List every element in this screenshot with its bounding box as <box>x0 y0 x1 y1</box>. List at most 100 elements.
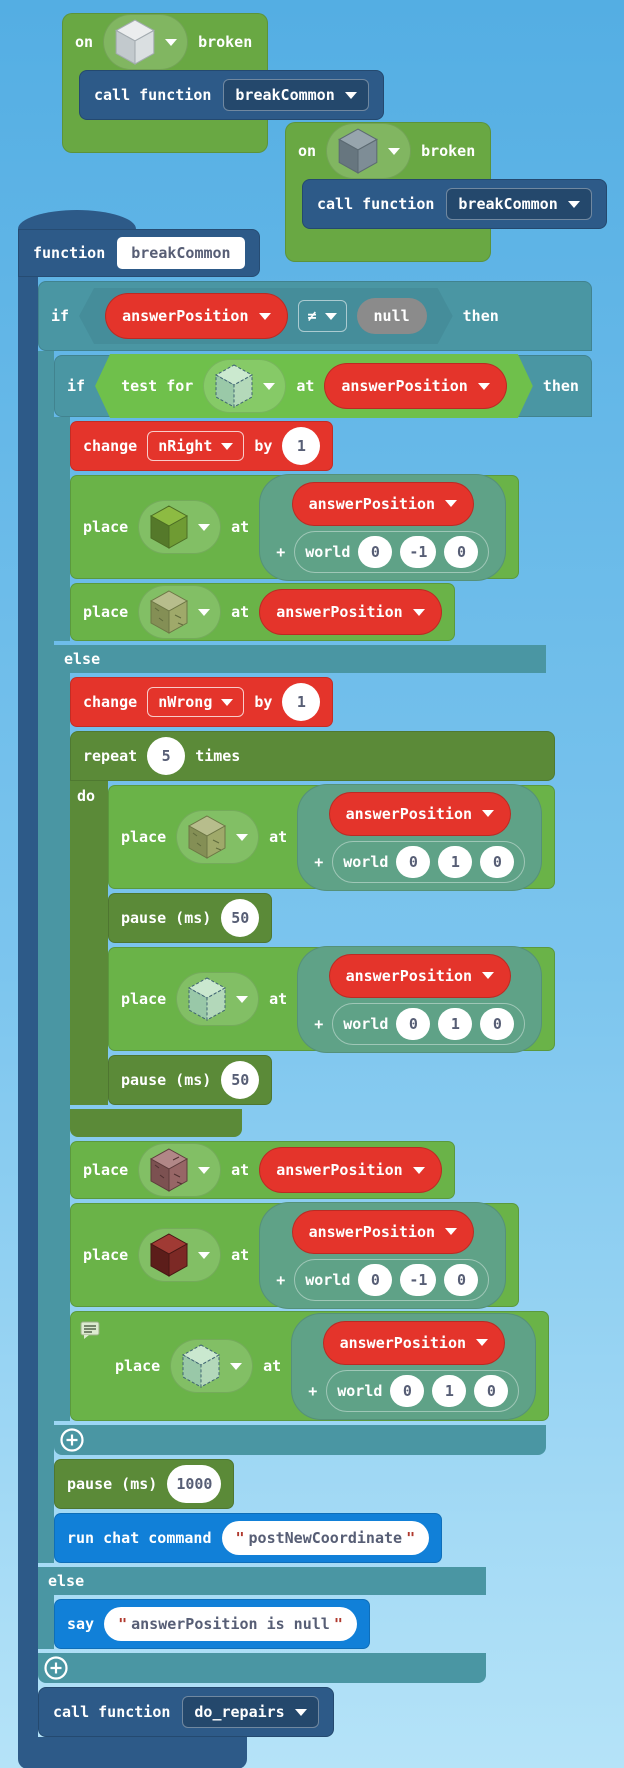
variable-answerPosition[interactable]: answerPosition <box>291 481 475 526</box>
glass-block-icon <box>188 977 227 1021</box>
block-type-dropdown[interactable] <box>326 123 412 179</box>
null-block[interactable]: null <box>357 298 427 334</box>
function-dropdown[interactable]: breakCommon <box>446 188 592 220</box>
value-field[interactable]: 1 <box>282 683 321 721</box>
world-position-block[interactable]: world 0 1 0 <box>332 840 526 883</box>
world-position-block[interactable]: world 0 1 0 <box>332 1002 526 1045</box>
comment-icon[interactable] <box>80 1321 100 1340</box>
on-block-broken-event-1[interactable]: on broken call function breakCommon <box>62 13 384 153</box>
place-block-p6[interactable]: place at <box>70 1201 520 1309</box>
block-type-dropdown[interactable] <box>203 359 286 413</box>
function-name-field[interactable]: breakCommon <box>117 237 245 269</box>
block-type-dropdown[interactable] <box>176 810 260 864</box>
variable-answerPosition[interactable]: answerPosition <box>324 363 506 409</box>
change-variable-block[interactable]: change nWrong by 1 <box>70 677 334 727</box>
if-block-inner[interactable]: if test for <box>54 355 592 1455</box>
function-dropdown[interactable]: breakCommon <box>223 79 369 111</box>
y-field[interactable]: -1 <box>400 1263 437 1296</box>
function-definition-breakCommon[interactable]: function breakCommon if answerPosition <box>18 210 592 1768</box>
position-add-block[interactable]: answerPosition + world 0 <box>259 473 507 581</box>
world-position-block[interactable]: world 0 -1 0 <box>294 1258 490 1301</box>
x-field[interactable]: 0 <box>396 1007 431 1040</box>
else-label: else <box>48 1572 85 1590</box>
place-block-p1[interactable]: place at <box>70 473 520 581</box>
call-function-block[interactable]: call function breakCommon <box>79 70 384 120</box>
place-block-p2[interactable]: place <box>70 583 455 641</box>
variable-answerPosition[interactable]: answerPosition <box>259 1147 442 1193</box>
position-add-block[interactable]: answerPosition + world <box>297 945 543 1053</box>
function-dropdown[interactable]: do_repairs <box>182 1696 319 1728</box>
y-field[interactable]: 1 <box>438 1007 473 1040</box>
add-else-plus-icon[interactable] <box>59 1427 85 1453</box>
z-field[interactable]: 0 <box>480 845 515 878</box>
pause-ms-field[interactable]: 50 <box>221 1061 260 1099</box>
world-position-block[interactable]: world 0 -1 0 <box>294 530 490 573</box>
block-type-dropdown[interactable] <box>170 1339 254 1393</box>
z-field[interactable]: 0 <box>474 1374 509 1407</box>
chevron-down-icon <box>221 698 234 706</box>
block-type-dropdown[interactable] <box>138 1228 222 1282</box>
repeat-count-field[interactable]: 5 <box>147 737 186 775</box>
z-field[interactable]: 0 <box>480 1007 515 1040</box>
variable-dropdown[interactable]: nWrong <box>147 687 245 717</box>
world-position-block[interactable]: world 0 1 0 <box>326 1369 520 1412</box>
change-variable-block[interactable]: change nRight by 1 <box>70 421 334 471</box>
pause-block[interactable]: pause (ms) 50 <box>108 1055 273 1105</box>
x-field[interactable]: 0 <box>358 1263 393 1296</box>
block-type-dropdown[interactable] <box>138 1143 222 1197</box>
if-label: if <box>67 377 86 395</box>
variable-answerPosition[interactable]: answerPosition <box>328 953 512 998</box>
block-type-dropdown[interactable] <box>176 972 260 1026</box>
repeat-loop-block[interactable]: repeat 5 times do place <box>70 731 556 1137</box>
run-chat-command-block[interactable]: run chat command " postNewCoordinate " <box>54 1513 443 1563</box>
variable-answerPosition[interactable]: answerPosition <box>105 293 287 339</box>
add-else-plus-icon[interactable] <box>43 1655 69 1681</box>
variable-answerPosition[interactable]: answerPosition <box>259 589 442 635</box>
position-add-block[interactable]: answerPosition + world <box>297 783 543 891</box>
if-else-branch: say " answerPosition is null " <box>38 1595 370 1649</box>
say-block[interactable]: say " answerPosition is null " <box>54 1599 370 1649</box>
block-type-dropdown[interactable] <box>138 585 222 639</box>
pause-ms-field[interactable]: 50 <box>221 899 260 937</box>
y-field[interactable]: 1 <box>438 845 473 878</box>
glass-block-icon <box>182 1344 221 1388</box>
place-block-p7[interactable]: place at <box>70 1311 550 1421</box>
on-label: on <box>75 33 94 51</box>
comparison-condition[interactable]: answerPosition ≠ null <box>79 288 453 344</box>
value-field[interactable]: 1 <box>282 427 321 465</box>
y-field[interactable]: 1 <box>432 1374 467 1407</box>
variable-answerPosition[interactable]: answerPosition <box>291 1209 475 1254</box>
variable-answerPosition[interactable]: answerPosition <box>328 791 512 836</box>
say-message-field[interactable]: " answerPosition is null " <box>104 1607 357 1641</box>
place-block-p5[interactable]: place <box>70 1141 455 1199</box>
test-for-block-condition[interactable]: test for at <box>95 354 533 418</box>
position-add-block[interactable]: answerPosition + world 0 <box>291 1312 537 1420</box>
chevron-down-icon <box>445 1228 458 1235</box>
call-function-do-repairs-block[interactable]: call function do_repairs <box>38 1687 334 1737</box>
x-field[interactable]: 0 <box>396 845 431 878</box>
operator-dropdown[interactable]: ≠ <box>298 300 347 332</box>
z-field[interactable]: 0 <box>444 535 479 568</box>
chevron-down-icon <box>230 1362 243 1370</box>
y-field[interactable]: -1 <box>400 535 437 568</box>
place-block-p3[interactable]: place <box>108 783 556 891</box>
function-header[interactable]: function breakCommon <box>18 229 260 277</box>
pause-ms-field[interactable]: 1000 <box>167 1465 222 1503</box>
x-field[interactable]: 0 <box>390 1374 425 1407</box>
block-type-dropdown[interactable] <box>103 14 189 70</box>
on-block-broken-event-2[interactable]: on broken call function breakCommon <box>285 122 607 262</box>
z-field[interactable]: 0 <box>444 1263 479 1296</box>
if-block-outer[interactable]: if answerPosition ≠ null <box>38 281 592 1683</box>
call-function-block[interactable]: call function breakCommon <box>302 179 607 229</box>
chevron-down-icon <box>236 833 249 841</box>
chat-command-field[interactable]: " postNewCoordinate " <box>221 1521 430 1555</box>
variable-answerPosition[interactable]: answerPosition <box>322 1320 506 1365</box>
variable-dropdown[interactable]: nRight <box>147 431 245 461</box>
place-block-p4[interactable]: place <box>108 945 556 1053</box>
x-field[interactable]: 0 <box>358 535 393 568</box>
position-add-block[interactable]: answerPosition + world 0 <box>259 1201 507 1309</box>
pause-block[interactable]: pause (ms) 50 <box>108 893 273 943</box>
block-type-dropdown[interactable] <box>138 500 222 554</box>
pause-block[interactable]: pause (ms) 1000 <box>54 1459 235 1509</box>
